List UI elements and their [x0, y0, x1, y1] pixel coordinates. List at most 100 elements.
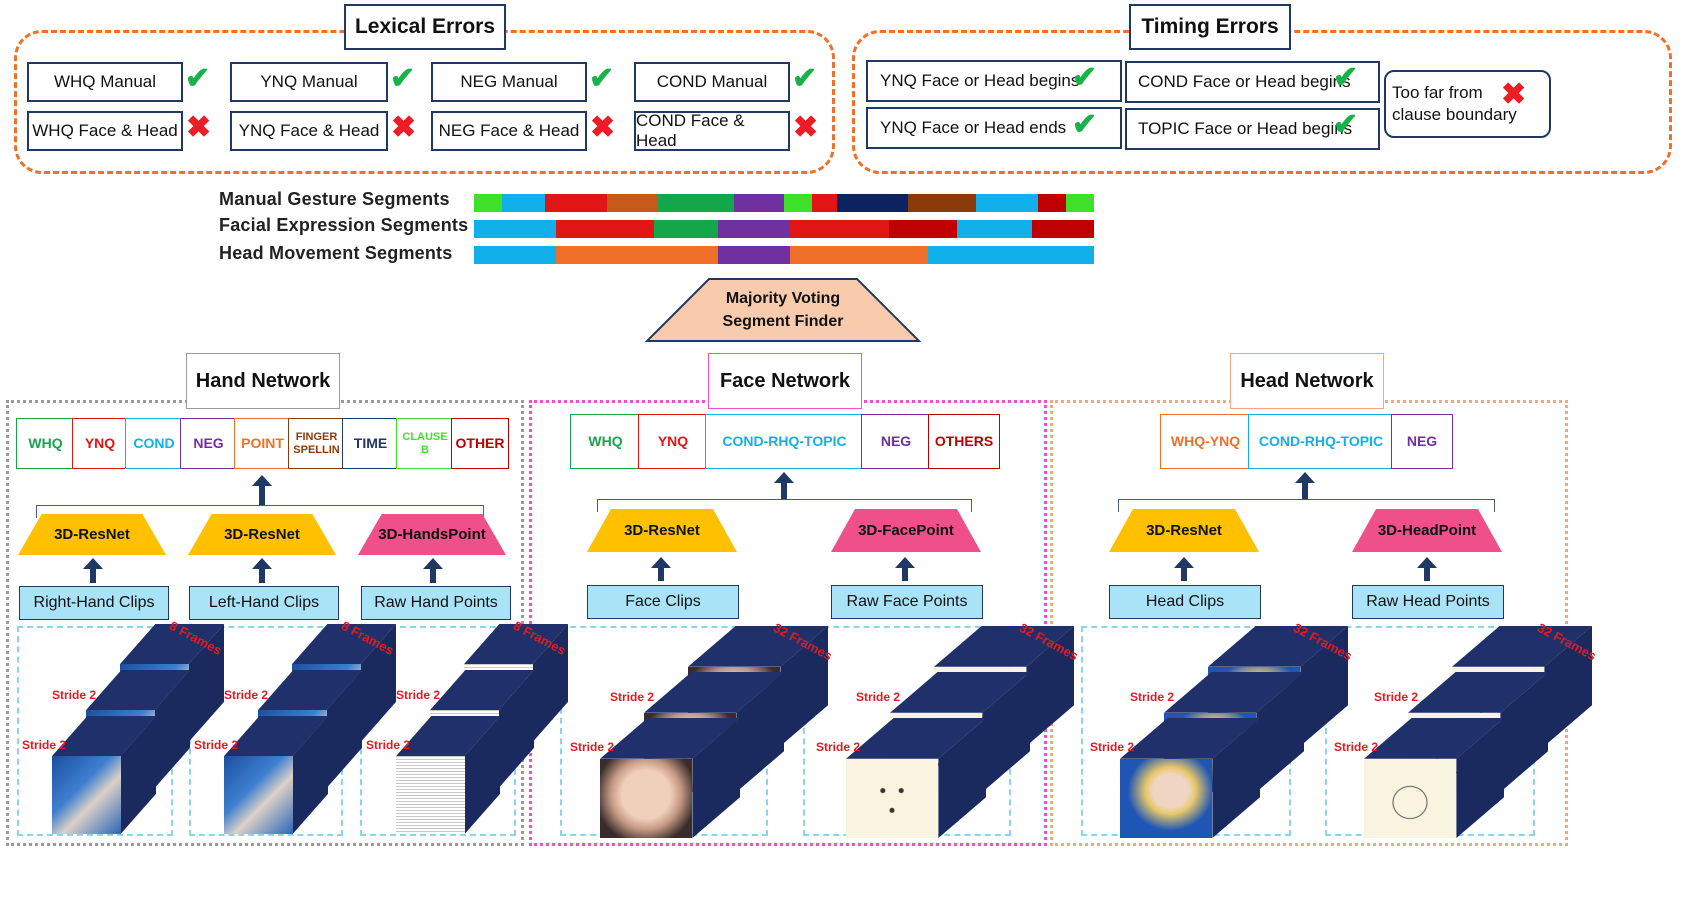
- head-segment: [928, 246, 1094, 264]
- facial-segment: [1031, 220, 1094, 238]
- up-arrow-icon: [902, 567, 908, 581]
- up-arrow-icon: [651, 557, 671, 568]
- check-icon: ✔: [1072, 61, 1098, 94]
- head-points-stride-upper: Stride 2: [1374, 690, 1419, 704]
- hand-class-time: TIME: [342, 418, 399, 469]
- manual-segment: [734, 194, 784, 212]
- hand-class-point: POINT: [234, 418, 291, 469]
- voting-line-2: Segment Finder: [722, 313, 844, 331]
- face-class-cond-rhq-topic: COND-RHQ-TOPIC: [705, 414, 864, 469]
- head-input-points: Raw Head Points: [1352, 585, 1504, 619]
- face-video-cube: [600, 718, 740, 838]
- check-icon: ✔: [390, 62, 416, 95]
- hand-class-clause-b: CLAUSE B: [396, 418, 454, 469]
- timing-item-cond-begins: COND Face or Head begins: [1125, 61, 1380, 103]
- up-arrow-icon: [1181, 567, 1187, 581]
- head-points-stride-lower: Stride 2: [1334, 740, 1379, 754]
- lexical-item-ynq-manual: YNQ Manual: [230, 62, 388, 102]
- hand-right-stride-upper: Stride 2: [52, 688, 97, 702]
- face-merge-brace: [597, 499, 972, 512]
- face-merge-arrow: [781, 482, 787, 499]
- cube-front-image: [52, 756, 121, 834]
- hand-model-left: 3D-ResNet: [188, 514, 336, 555]
- cross-icon: ✖: [1501, 78, 1527, 111]
- head-video-cube: [1120, 718, 1260, 838]
- face-input-points: Raw Face Points: [831, 585, 983, 619]
- head-model-points: 3D-HeadPoint: [1352, 509, 1502, 552]
- manual-segment: [1038, 194, 1067, 212]
- head-segment: [790, 246, 929, 264]
- check-icon: ✔: [1333, 61, 1359, 94]
- facial-segment: [474, 220, 557, 238]
- manual-segment: [607, 194, 657, 212]
- up-arrow-icon: [430, 568, 436, 583]
- hand-class-neg: NEG: [180, 418, 237, 469]
- manual-segments-label: Manual Gesture Segments: [219, 189, 450, 209]
- head-video-stride-lower: Stride 2: [1090, 740, 1135, 754]
- cube-front-image: [224, 756, 293, 834]
- up-arrow-icon: [895, 557, 915, 568]
- hand-merge-arrow-head: [252, 475, 272, 486]
- up-arrow-icon: [1417, 557, 1437, 568]
- manual-segment: [836, 194, 908, 212]
- head-class-cond-rhq-topic: COND-RHQ-TOPIC: [1248, 414, 1394, 469]
- face-class-ynq: YNQ: [638, 414, 708, 469]
- check-icon: ✔: [185, 62, 211, 95]
- facial-segment: [556, 220, 655, 238]
- head-segments-bar: [474, 246, 1094, 264]
- lexical-item-whq-manual: WHQ Manual: [27, 62, 183, 102]
- lexical-item-cond-face-head: COND Face & Head: [634, 111, 790, 151]
- hand-class-cond: COND: [125, 418, 183, 469]
- head-segment: [474, 246, 557, 264]
- cube-front-image: [1364, 758, 1457, 838]
- hand-merge-arrow: [259, 485, 265, 505]
- head-segment: [718, 246, 791, 264]
- majority-voting-shape: [645, 278, 921, 342]
- lexical-item-whq-face-head: WHQ Face & Head: [27, 111, 183, 151]
- timing-item-ynq-begins: YNQ Face or Head begins: [866, 60, 1122, 102]
- boundary-line-1: Too far from: [1392, 82, 1483, 102]
- head-class-neg: NEG: [1391, 414, 1453, 469]
- facial-segment: [718, 220, 791, 238]
- manual-segment: [783, 194, 812, 212]
- facial-segment: [790, 220, 890, 238]
- face-class-whq: WHQ: [570, 414, 641, 469]
- cube-front-image: [846, 758, 939, 838]
- manual-segment: [474, 194, 502, 212]
- hand-left-stride-upper: Stride 2: [224, 688, 269, 702]
- hand-points-cube: [396, 716, 500, 834]
- check-icon: ✔: [1333, 108, 1359, 141]
- head-input-clips: Head Clips: [1109, 585, 1261, 619]
- hand-class-ynq: YNQ: [72, 418, 128, 469]
- up-arrow-icon: [1424, 567, 1430, 581]
- manual-segment: [501, 194, 546, 212]
- face-network-title: Face Network: [708, 353, 862, 409]
- face-input-clips: Face Clips: [587, 585, 739, 619]
- voting-line-1: Majority Voting: [725, 290, 841, 307]
- head-class-whq-ynq: WHQ-YNQ: [1160, 414, 1251, 469]
- hand-right-cube: [52, 716, 156, 834]
- hand-left-cube: [224, 716, 328, 834]
- check-icon: ✔: [1072, 108, 1098, 141]
- hand-points-stride-lower: Stride 2: [366, 738, 411, 752]
- head-merge-arrow-head: [1295, 472, 1315, 483]
- timing-errors-title: Timing Errors: [1129, 4, 1291, 50]
- lexical-errors-group: [14, 30, 835, 174]
- face-video-stride-lower: Stride 2: [570, 740, 615, 754]
- manual-segment: [656, 194, 735, 212]
- head-points-cube: [1364, 718, 1504, 838]
- lexical-item-neg-manual: NEG Manual: [431, 62, 587, 102]
- face-video-stride-upper: Stride 2: [610, 690, 655, 704]
- head-merge-arrow: [1302, 482, 1308, 499]
- manual-segment: [1066, 194, 1094, 212]
- head-video-stride-upper: Stride 2: [1130, 690, 1175, 704]
- hand-class-finger-spellin: FINGER SPELLIN: [288, 418, 345, 469]
- facial-segment: [956, 220, 1032, 238]
- cube-front-image: [600, 758, 693, 838]
- face-merge-arrow-head: [774, 472, 794, 483]
- hand-input-points: Raw Hand Points: [361, 586, 511, 620]
- hand-merge-brace: [36, 505, 484, 518]
- check-icon: ✔: [792, 62, 818, 95]
- up-arrow-icon: [259, 568, 265, 583]
- hand-model-points: 3D-HandsPoint: [358, 514, 506, 555]
